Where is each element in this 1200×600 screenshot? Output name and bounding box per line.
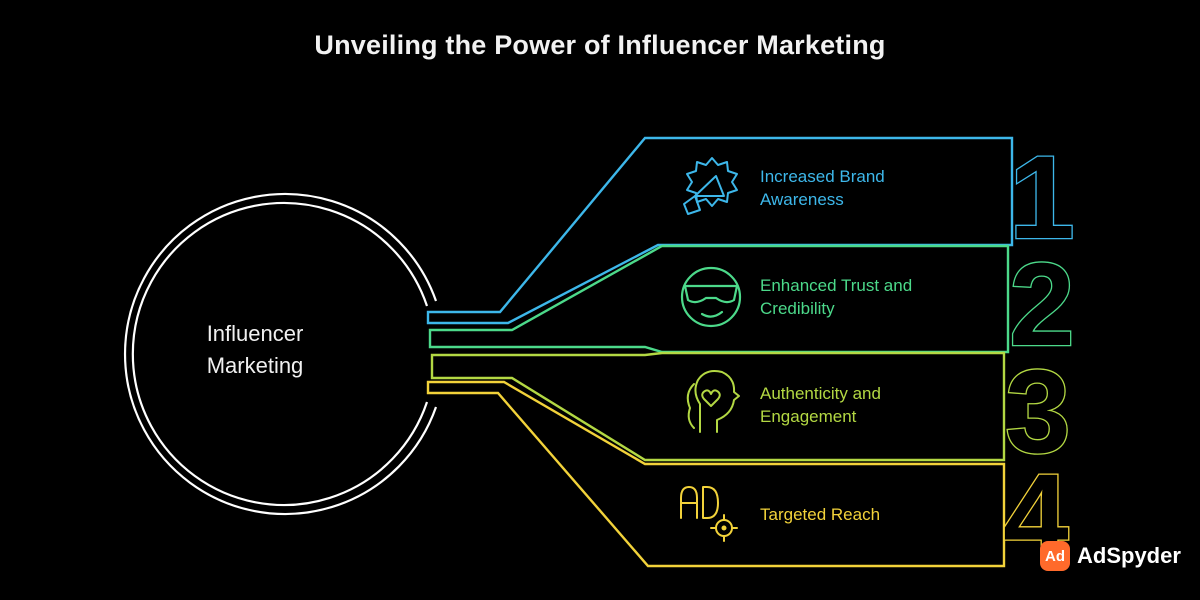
adspyder-logo: Ad AdSpyder: [1040, 540, 1181, 572]
item-3-line2: Engagement: [760, 407, 857, 426]
band-4: [426, 380, 1006, 568]
number-1: 1: [1009, 132, 1075, 264]
item-4-line1: Targeted Reach: [760, 505, 881, 524]
adspyder-logo-text: AdSpyder: [1077, 543, 1181, 568]
item-3-label: Authenticity and Engagement: [760, 382, 881, 428]
item-1-line2: Awareness: [760, 190, 844, 209]
sunglasses-face-icon: [680, 266, 742, 328]
band-1: [426, 136, 1014, 325]
center-label-line2: Marketing: [206, 353, 304, 378]
item-2-line1: Enhanced Trust and: [760, 276, 913, 295]
item-1-line1: Increased Brand: [760, 167, 885, 186]
diagram-title: Unveiling the Power of Influencer Market…: [314, 30, 886, 60]
center-ring: [123, 192, 438, 516]
band-2: [428, 244, 1010, 354]
center-label-line1: Influencer: [206, 321, 304, 346]
adspyder-logo-mark: Ad: [1040, 541, 1070, 571]
item-4-label: Targeted Reach: [760, 503, 880, 526]
megaphone-badge-icon: [683, 157, 738, 215]
band-3: [430, 351, 1006, 462]
item-2-line2: Credibility: [760, 299, 835, 318]
item-2-label: Enhanced Trust and Credibility: [760, 274, 912, 320]
item-1-label: Increased Brand Awareness: [760, 165, 885, 211]
ad-target-icon: [680, 486, 738, 542]
center-label: Influencer Marketing: [150, 318, 360, 382]
heart-head-icon: [686, 370, 740, 433]
number-3: 3: [1005, 346, 1071, 478]
number-2: 2: [1009, 239, 1075, 371]
item-3-line1: Authenticity and: [760, 384, 881, 403]
